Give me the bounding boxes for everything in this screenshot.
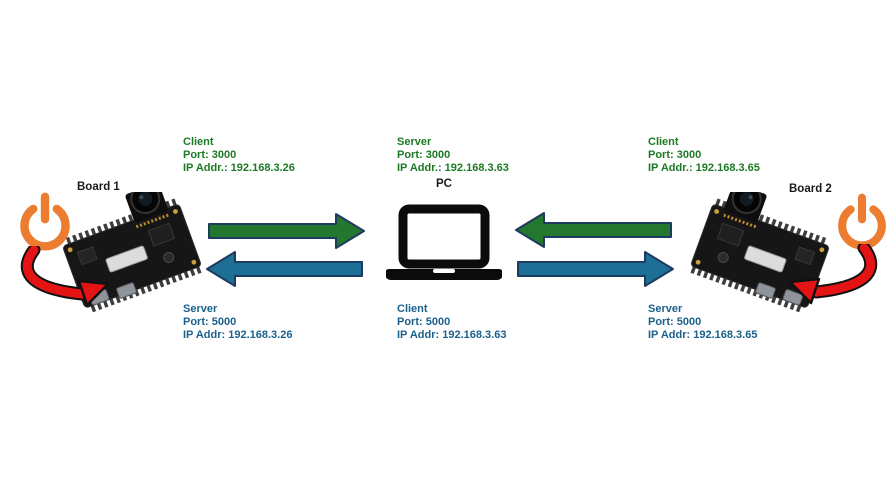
curved-arrow-icon [788,244,878,305]
port-text: Port: 5000 [397,316,451,328]
board1-node [58,192,206,312]
pc-server-label: Server Port: 3000 IP Addr.: 192.168.3.63 [397,136,509,175]
role-text: Client [397,303,428,315]
green-arrow-board2-to-pc [514,211,672,249]
role-text: Server [183,303,218,315]
role-text: Server [648,303,683,315]
ip-text: IP Addr.: 192.168.3.65 [648,162,760,174]
board2-server-label: Server Port: 5000 IP Addr: 192.168.3.65 [648,303,757,342]
role-text: Client [183,136,214,148]
green-arrow-board1-to-pc [208,212,366,250]
arrow-right-icon [208,213,365,249]
ip-text: IP Addr.: 192.168.3.26 [183,162,295,174]
blue-arrow-pc-to-board2 [517,250,675,288]
board1-power-icon [17,191,73,253]
board1-client-label: Client Port: 3000 IP Addr.: 192.168.3.26 [183,136,295,175]
port-text: Port: 3000 [397,149,451,161]
role-text: Server [397,136,432,148]
board2-client-label: Client Port: 3000 IP Addr.: 192.168.3.65 [648,136,760,175]
power-icon [20,192,70,251]
role-text: Client [648,136,679,148]
board1-title: Board 1 [77,181,120,193]
pc-client-label: Client Port: 5000 IP Addr: 192.168.3.63 [397,303,506,342]
power-icon [838,193,886,250]
port-text: Port: 3000 [183,149,237,161]
curved-arrow-icon [20,246,110,307]
laptop-icon [386,204,502,280]
arrow-right-icon [517,251,674,287]
camera-board-image [63,192,204,312]
board1-server-label: Server Port: 5000 IP Addr: 192.168.3.26 [183,303,292,342]
arrow-left-icon [515,212,672,248]
board2-title: Board 2 [789,183,832,195]
board2-reset-arrow [780,244,880,306]
board2-power-icon [835,193,889,251]
ip-text: IP Addr: 192.168.3.26 [183,329,293,341]
port-text: Port: 5000 [183,316,237,328]
ip-text: IP Addr: 192.168.3.65 [648,329,758,341]
ip-text: IP Addr.: 192.168.3.63 [397,162,509,174]
ip-text: IP Addr: 192.168.3.63 [397,329,507,341]
blue-arrow-pc-to-board1 [205,250,363,288]
port-text: Port: 5000 [648,316,702,328]
port-text: Port: 3000 [648,149,702,161]
arrow-left-icon [206,251,363,287]
board1-reset-arrow [18,246,118,308]
pc-node [386,202,502,282]
pc-title: PC [436,178,452,190]
